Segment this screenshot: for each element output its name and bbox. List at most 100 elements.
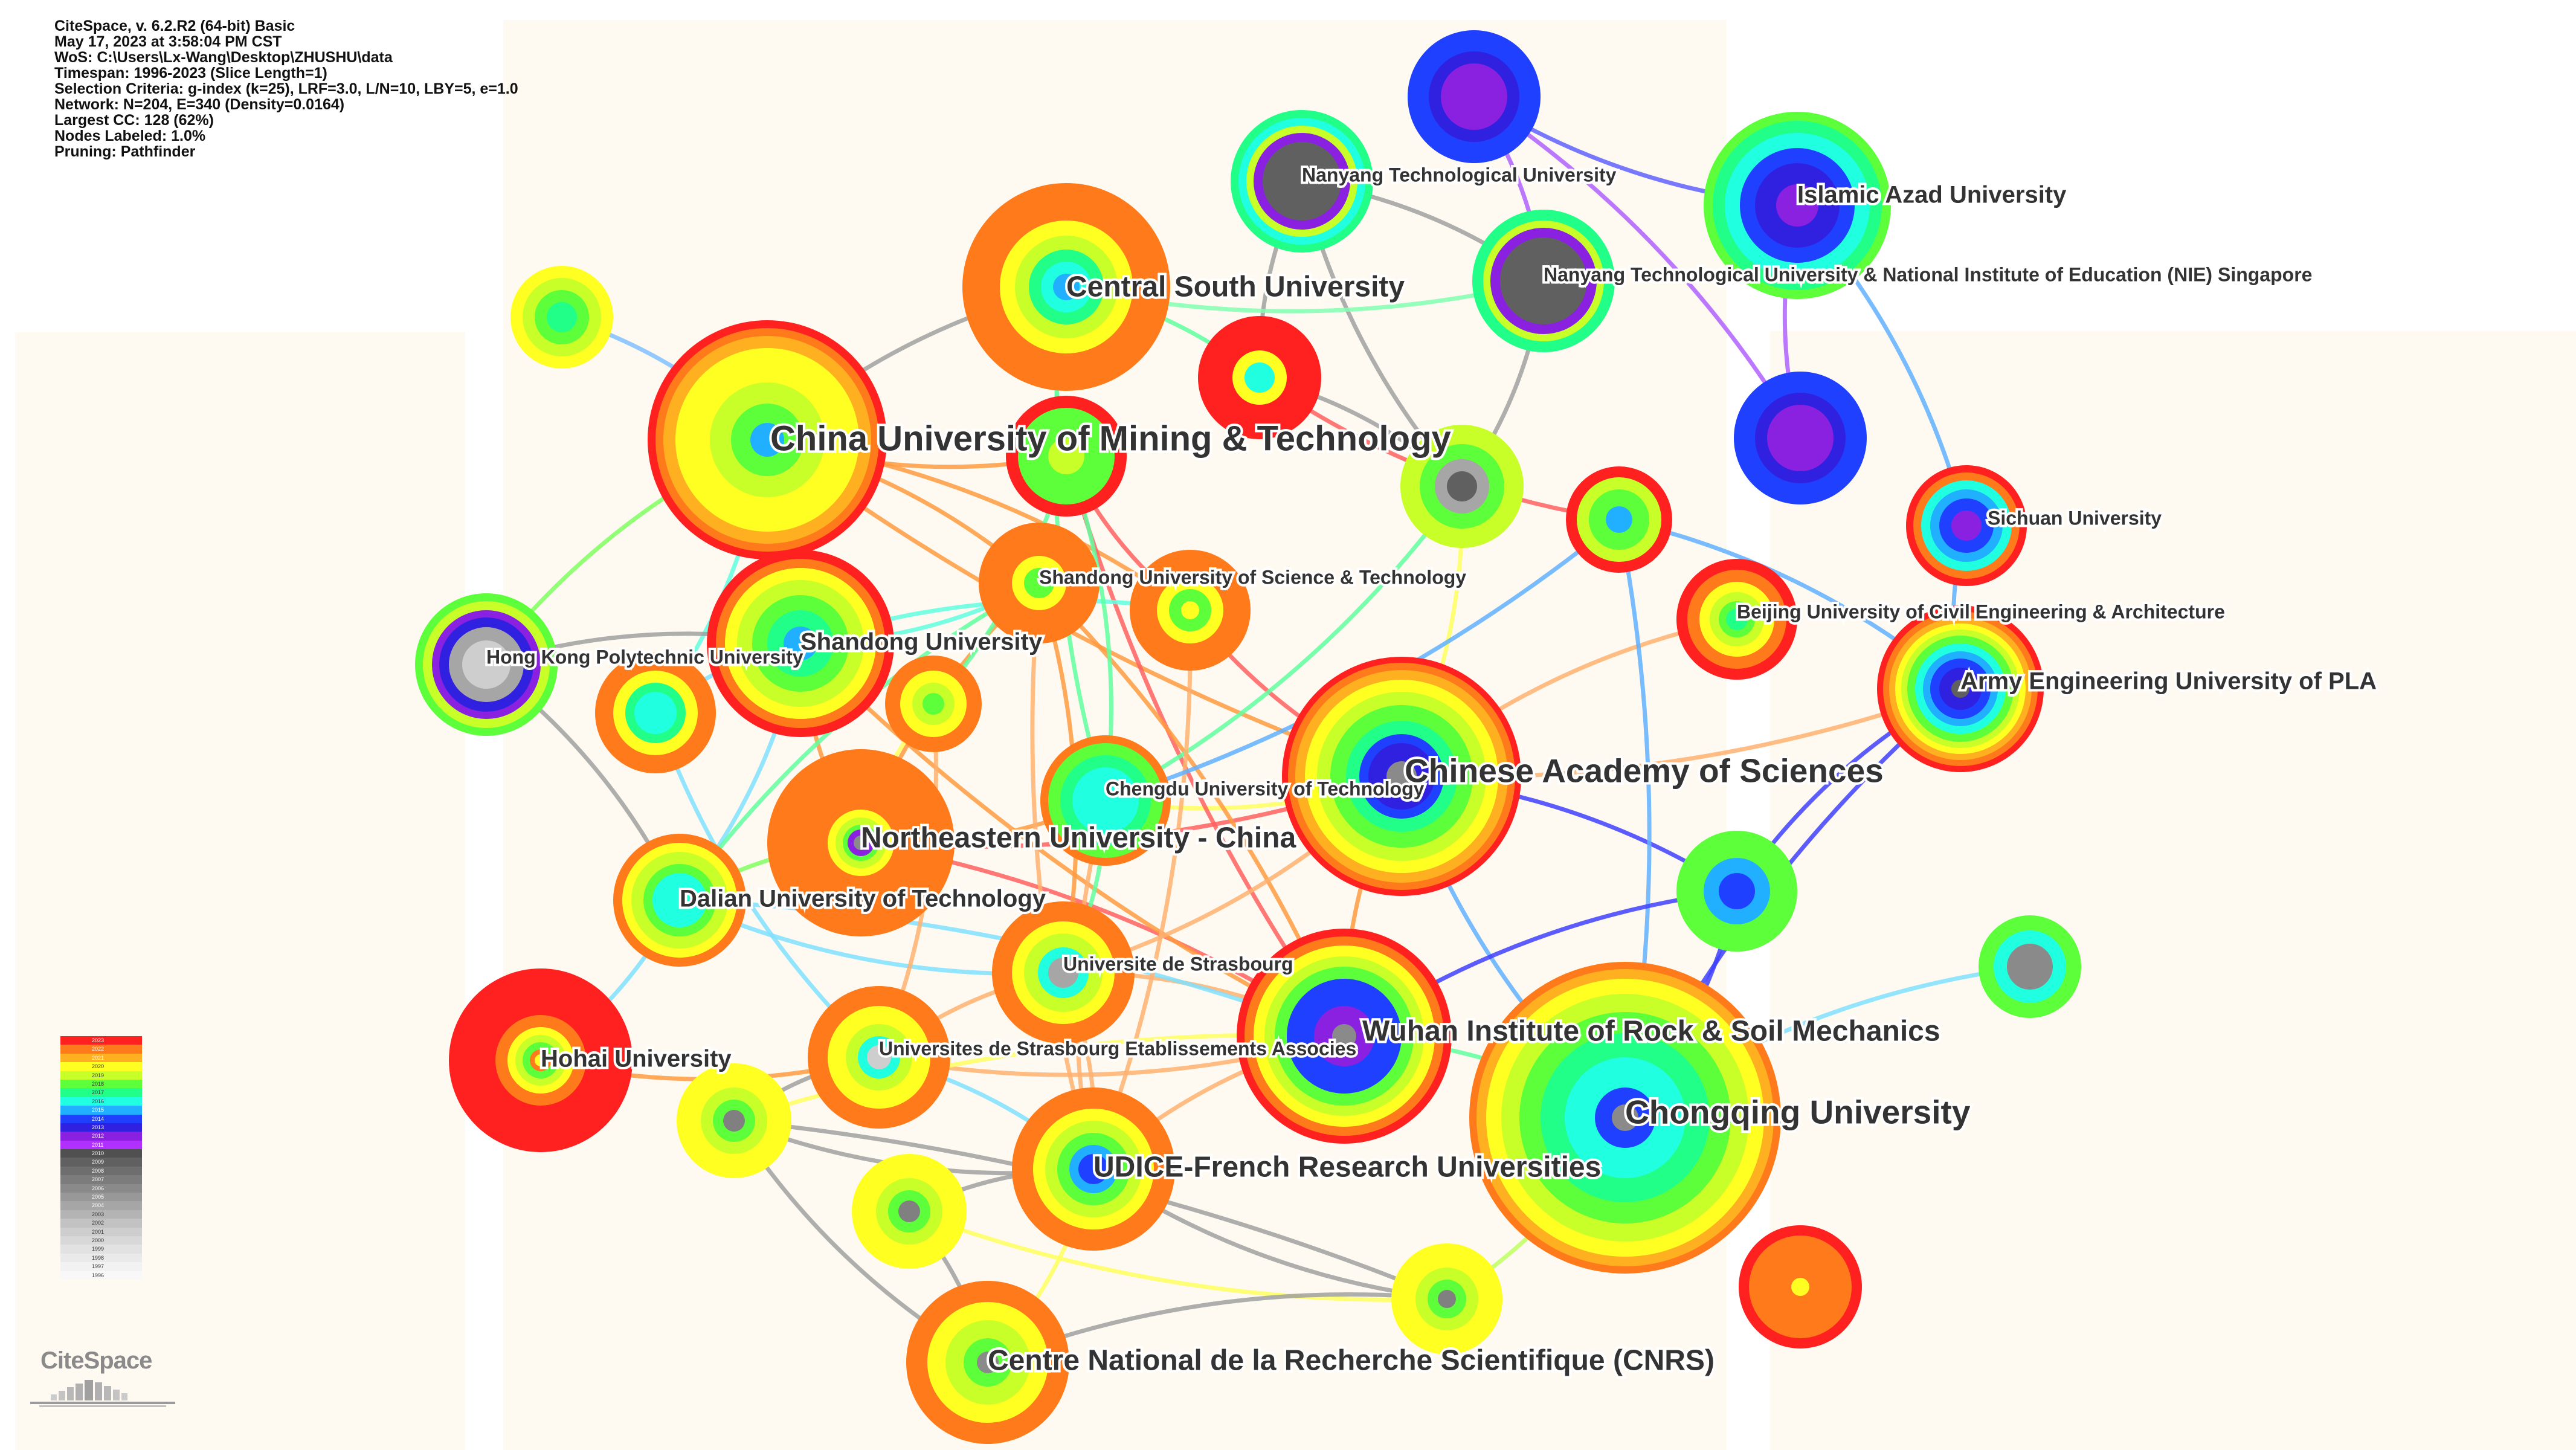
node-ring [1791,1278,1809,1296]
network-node-usea[interactable] [808,986,950,1129]
node-ring [1719,873,1755,909]
node-ring [1612,1104,1638,1131]
network-node-csu[interactable] [962,183,1170,391]
legend-swatch-2018: 2018 [60,1079,142,1089]
node-ring [923,693,944,715]
legend-swatch-1996: 1996 [60,1271,142,1280]
network-node-neu[interactable] [767,749,955,936]
legend-swatch-1999: 1999 [60,1245,142,1254]
node-label-cas: Chinese Academy of Sciences [1405,752,1884,790]
info-panel: CiteSpace, v. 6.2.R2 (64-bit) Basic May … [54,18,518,160]
network-node-cas[interactable] [1282,657,1521,896]
network-node-n1[interactable] [1408,30,1541,163]
legend-swatch-2000: 2000 [60,1236,142,1245]
network-node-n12[interactable] [1979,915,2081,1018]
network-node-udice[interactable] [1012,1088,1175,1251]
legend-swatch-2019: 2019 [60,1071,142,1080]
network-node-n6[interactable] [1566,466,1672,573]
node-label-hkpu: Hong Kong Polytechnic University [486,646,803,668]
legend-swatch-2013: 2013 [60,1123,142,1132]
node-ring [1386,761,1417,791]
node-ring [535,1054,547,1066]
network-node-cdut[interactable] [1040,735,1171,866]
legend-swatch-2006: 2006 [60,1184,142,1193]
network-node-ias[interactable] [1704,112,1891,299]
network-node-sdust[interactable] [979,523,1100,643]
network-node-n9[interactable] [885,656,982,752]
network-edge [1091,610,1193,1170]
legend-swatch-2011: 2011 [60,1140,142,1150]
legend-swatch-1998: 1998 [60,1253,142,1263]
node-label-usea: Universites de Strasbourg Etablissements… [879,1037,1356,1059]
node-label-udice: UDICE-French Research Universities [1093,1152,1601,1184]
network-edge [1030,582,1096,1170]
network-node-hhu[interactable] [449,968,633,1152]
network-node-ntunie[interactable] [1472,210,1615,352]
node-ring [1048,438,1084,474]
node-ring [2007,944,2053,990]
network-node-hkpu[interactable] [415,593,558,736]
network-node-n3[interactable] [1198,316,1321,439]
network-node-cumt[interactable] [648,320,887,559]
network-node-aeup[interactable] [1877,605,2044,772]
node-label-aeup: Army Engineering University of PLA [1960,668,2377,695]
info-line-network: Network: N=204, E=340 (Density=0.0164) [54,96,345,113]
legend-swatch-2016: 2016 [60,1097,142,1106]
network-labels: China University of Mining & TechnologyC… [484,161,2379,1379]
network-node-n16[interactable] [1739,1225,1862,1348]
network-node-n2[interactable] [1734,372,1867,504]
legend-swatch-2022: 2022 [60,1045,142,1054]
network-node-n5[interactable] [1400,425,1524,548]
network-node-sicu[interactable] [1906,465,2027,586]
node-ring [1245,362,1275,393]
node-ring [652,873,707,927]
node-ring [1951,511,1982,541]
network-node-n8[interactable] [1130,550,1251,671]
node-label-sdu: Shandong University [800,629,1043,656]
node-ring [1776,184,1818,227]
info-line-date: May 17, 2023 at 3:58:04 PM CST [54,33,282,50]
network-node-cqu[interactable] [1469,962,1781,1274]
network-node-bucea[interactable] [1676,559,1797,680]
background-panel-right [1770,331,2576,1450]
network-node-n7[interactable] [510,266,613,369]
network-node-n13[interactable] [677,1063,791,1178]
legend-swatch-2015: 2015 [60,1106,142,1115]
node-ring [1053,274,1080,300]
info-line-wos-path: WoS: C:\Users\Lx-Wang\Desktop\ZHUSHU\dat… [54,49,393,66]
network-node-n4[interactable] [1006,396,1127,517]
legend-swatch-2020: 2020 [60,1062,142,1071]
node-ring [1441,63,1507,130]
node-ring [1263,142,1341,221]
network-node-whrsm[interactable] [1237,929,1452,1144]
network-node-n15[interactable] [1391,1243,1502,1355]
node-ring [462,640,510,689]
node-label-ias: Islamic Azad University [1797,182,2067,208]
info-line-selection: Selection Criteria: g-index (k=25), LRF=… [54,80,518,97]
network-node-cnrs[interactable] [906,1281,1069,1444]
network-node-n11[interactable] [1676,831,1797,952]
node-ring [1726,608,1748,630]
info-line-pruning: Pruning: Pathfinder [54,143,196,160]
network-node-dlut[interactable] [613,834,746,967]
network-node-n14[interactable] [852,1154,967,1269]
node-ring [1078,1154,1109,1184]
network-node-ustras[interactable] [992,901,1135,1044]
node-ring [1767,405,1834,471]
legend-swatch-2005: 2005 [60,1193,142,1202]
network-node-sdu[interactable] [707,550,894,737]
network-edge [1473,95,1803,439]
node-label-neu: Northeastern University - China [861,822,1296,854]
network-nodes[interactable] [415,30,2081,1444]
node-ring [1181,601,1199,619]
network-node-ntu[interactable] [1231,110,1373,253]
node-label-cumt: China University of Mining & Technology [770,419,1451,458]
node-ring [547,302,577,332]
node-label-bucea: Beijing University of Civil Engineering … [1737,601,2225,622]
network-node-n10[interactable] [595,652,716,773]
legend-swatch-2014: 2014 [60,1114,142,1123]
network-edge [908,1209,1447,1302]
network-edge [1104,485,1464,803]
